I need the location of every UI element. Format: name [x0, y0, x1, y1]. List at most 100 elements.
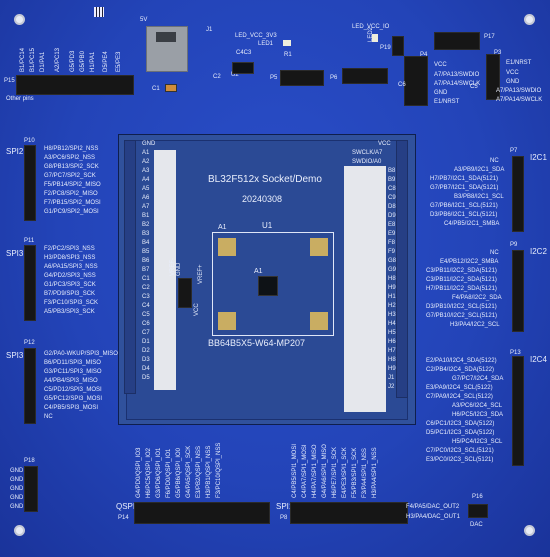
p3-pin-label: GND — [506, 79, 520, 85]
p17-label: P17 — [484, 34, 495, 40]
spi3b-pin-label: NC — [44, 414, 53, 420]
qspi-pin-label: F6/PD0/QSPI_IO1 — [166, 448, 172, 498]
socket-right-strip — [344, 166, 386, 412]
socket-pin-label: H5 — [388, 330, 396, 336]
socket-pin-label: H1 — [388, 294, 396, 300]
chip-footprint — [212, 232, 334, 336]
qspi-pin-label: H6/PC5/QSPI_IO2 — [146, 447, 152, 498]
i2c1-pin-label: D3/PB6/I2C1_SCL(5121) — [430, 212, 498, 218]
c6-label: C6 — [398, 82, 406, 88]
i2c1-pin-label: A3/PB9/I2C1_SDA — [454, 167, 505, 173]
socket-pin-label: B2 — [142, 222, 150, 228]
spi3-pin-label: F2/PC2/SPI3_NSS — [44, 246, 95, 252]
socket-pin-label: H8 — [388, 276, 396, 282]
p15-label: P15 — [4, 78, 15, 84]
p18-pin-label: GND — [10, 486, 24, 492]
header-p14 — [134, 502, 270, 524]
spi3-title: SPI3 — [6, 249, 24, 258]
spi2-pin-label: F2/PC8/SPI2_MISO — [44, 191, 98, 197]
i2c1-pin-label: G7/PB6/I2C1_SCL(5121) — [430, 203, 498, 209]
spi3-pin-label: F3/PC10/SPI3_SCK — [44, 300, 99, 306]
dac-out1-label: H3/PA4/DAC_OUT1 — [406, 514, 460, 520]
usb-ref-label: J1 — [206, 27, 213, 33]
spi3-pin-label: A5/PB3/SPI3_SCK — [44, 309, 95, 315]
socket-pin-label: B4 — [142, 240, 150, 246]
i2c2-pin-label: F4/PA8/I2C2_SDA — [452, 295, 502, 301]
spi3-pin-label: A6/PA15/SPI3_NSS — [44, 264, 98, 270]
qspi-pin-label: G4/PD0/QSPI_IO3 — [136, 447, 142, 498]
socket-pin-label: A1 — [142, 150, 150, 156]
p18-pin-label: GND — [10, 477, 24, 483]
led-io-label: LED_VCC_IO — [352, 24, 390, 30]
p4-pin-label: VCC — [434, 62, 447, 68]
spi1-pin-label: C4/PB5/SPI1_MOSI — [292, 443, 298, 498]
gnd-mid-label: GND — [176, 262, 182, 276]
i2c2-pin-label: D3/PB10/I2C2_SCL(5121) — [426, 304, 497, 310]
i2c4-pin-label: C7/PC0/I2C3_SCL(5121) — [426, 448, 494, 454]
usb-port-opening — [156, 32, 176, 42]
socket-pin-label: D4 — [142, 366, 150, 372]
socket-pin-label: C8 — [388, 186, 396, 192]
socket-pin-label: H2 — [388, 303, 396, 309]
c1-label: C1 — [152, 86, 160, 92]
i2c2-pin-label: C3/PB11/I2C2_SDA(5121) — [426, 268, 497, 274]
socket-gnd-label: GND — [142, 141, 156, 147]
socket-pin-label: H9 — [388, 366, 396, 372]
socket-left-pins — [124, 140, 136, 394]
spi3b-pin-label: A4/PB4/SPI3_MISO — [44, 378, 98, 384]
header-p6 — [342, 68, 388, 84]
qspi-pin-label: F3/PC10/QSPI_NSS — [216, 442, 222, 498]
p3-pin-label: A7/PA14/SWCLK — [496, 97, 543, 103]
usb-5v-label: 5V — [140, 17, 148, 23]
header-p12 — [24, 348, 36, 424]
c4c3-label: C4C3 — [236, 50, 252, 56]
led2 — [372, 34, 378, 42]
i2c2-pin-label: E4/PB12/I2C2_SMBA — [440, 259, 499, 265]
regulator-u2 — [232, 62, 254, 74]
p4-label: P4 — [420, 52, 428, 58]
spi1-pin-label: H6/PE7/SPI1_SCK — [332, 446, 338, 498]
i2c4-pin-label: C7/PA9/I2C4_SCL(5122) — [426, 394, 493, 400]
part-number-label: BB64B5X5-W64-MP207 — [208, 338, 306, 348]
top-pin-label: G5/PD3 — [70, 50, 76, 72]
header-p10 — [24, 145, 36, 221]
p18-pin-label: GND — [10, 468, 24, 474]
header-p3 — [486, 54, 500, 100]
vcc-mid-label: VCC — [194, 303, 200, 316]
socket-pin-label: H6 — [388, 339, 396, 345]
socket-pin-label: J1 — [388, 375, 395, 381]
header-p4 — [404, 56, 428, 106]
other-pins-label: Other pins — [6, 96, 34, 102]
socket-pin-label: G8 — [388, 258, 397, 264]
spi1-pin-label: F3/PA4/SPI1_NSS — [362, 448, 368, 498]
socket-pin-label: B6 — [142, 258, 150, 264]
qspi-pin-label: G5/PB6/QSPI_IO0 — [176, 447, 182, 498]
i2c2-pin-label: G7/PB10/I2C2_SCL(5121) — [426, 313, 498, 319]
p18-label: P18 — [24, 458, 35, 464]
p5-label: P5 — [270, 75, 278, 81]
socket-pin-label: B9 — [388, 177, 396, 183]
socket-vcc-label: VCC — [378, 141, 391, 147]
top-pin-label: D1/PA1 — [40, 51, 46, 72]
socket-pin-label: C7 — [142, 330, 150, 336]
top-pin-label: A2/PC13 — [55, 47, 61, 72]
qspi-pin-label: G4/PA5/QSPI_SCK — [186, 445, 192, 498]
header-p18 — [24, 466, 38, 512]
dac-out2-label: F4/PA5/DAC_OUT2 — [406, 504, 460, 510]
header-p15 — [16, 75, 134, 95]
spi1-title: SPI1 — [276, 502, 294, 511]
header-p13 — [512, 356, 524, 466]
i2c4-title: I2C4 — [530, 355, 547, 364]
socket-pin-label: C9 — [388, 195, 396, 201]
spi1-pin-label: H4/PA7/SPI1_MISO — [312, 444, 318, 498]
socket-pin-label: H8 — [388, 357, 396, 363]
socket-pin-label: C4 — [142, 303, 150, 309]
spi1-pin-label: E4/PE3/SPI1_SCK — [342, 447, 348, 498]
p11-label: P11 — [24, 238, 35, 244]
header-p16 — [468, 504, 488, 518]
top-pin-label: H1/PA1 — [90, 51, 96, 72]
socket-pin-label: H3 — [388, 312, 396, 318]
top-pin-label: D5/PE4 — [103, 51, 109, 72]
board-date: 20240308 — [242, 194, 283, 204]
